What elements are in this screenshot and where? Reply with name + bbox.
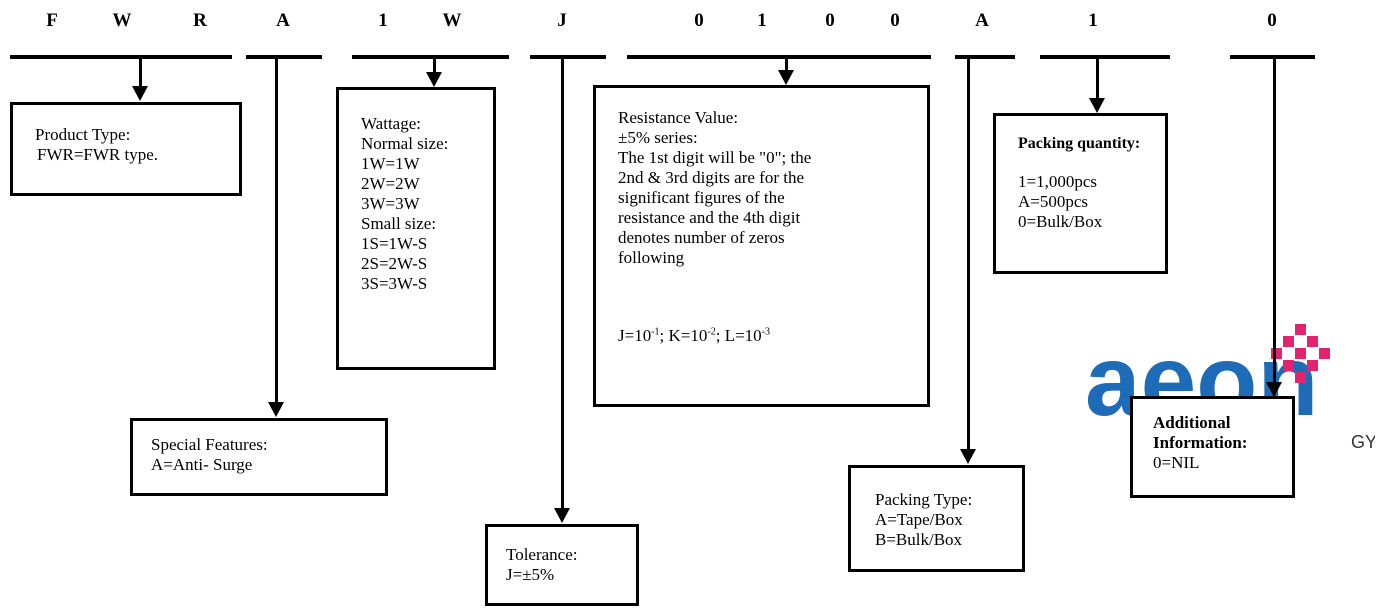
arrow-down-icon — [1266, 382, 1282, 397]
logo-pink-squares-icon — [1271, 324, 1330, 383]
wattage-line: 3W=3W — [361, 194, 420, 213]
code-letter-10: 0 — [825, 10, 835, 31]
packing-type-line: B=Bulk/Box — [875, 530, 963, 549]
wattage-line: Small size: — [361, 214, 437, 233]
connector-resistance — [785, 59, 788, 71]
wattage-line: 1S=1W-S — [361, 234, 428, 253]
code-letter-14: 0 — [1267, 10, 1277, 31]
formula-j-base: J=10 — [618, 326, 652, 345]
connector-packing-type — [967, 59, 970, 451]
tolerance-box: Tolerance: J=±5% — [485, 524, 639, 606]
formula-l-exponent: -3 — [761, 326, 771, 338]
additional-info-line: 0=NIL — [1153, 453, 1200, 472]
resistance-title: Resistance Value: — [618, 108, 739, 127]
packing-quantity-title: Packing quantity: — [1018, 135, 1141, 152]
code-letter-2: W — [112, 10, 132, 31]
underline-packing-type — [955, 55, 1015, 59]
underline-packing-quantity — [1040, 55, 1170, 59]
code-letter-13: 1 — [1088, 10, 1098, 31]
code-letter-5: 1 — [378, 10, 388, 31]
code-letter-4: A — [276, 10, 290, 31]
code-letter-12: A — [975, 10, 989, 31]
additional-information-box: Additional Information: 0=NIL — [1130, 396, 1295, 498]
formula-l-base: ; L=10 — [715, 326, 762, 345]
connector-product-type — [139, 59, 142, 86]
wattage-line: 1W=1W — [361, 154, 420, 173]
resistance-line: resistance and the 4th digit — [618, 208, 801, 227]
connector-additional-info — [1273, 59, 1276, 384]
underline-product-type — [10, 55, 232, 59]
additional-info-title-line2: Information: — [1153, 433, 1248, 452]
additional-info-title-line1: Additional — [1153, 413, 1231, 432]
tolerance-line: J=±5% — [506, 565, 555, 584]
code-letter-1: F — [46, 10, 58, 31]
arrow-down-icon — [1089, 98, 1105, 113]
special-features-title: Special Features: — [151, 435, 268, 454]
resistance-value-box: Resistance Value: ±5% series: The 1st di… — [593, 85, 930, 407]
code-letter-11: 0 — [890, 10, 900, 31]
formula-k-exponent: -2 — [707, 326, 716, 338]
arrow-down-icon — [268, 402, 284, 417]
arrow-down-icon — [426, 72, 442, 87]
wattage-line: 2W=2W — [361, 174, 420, 193]
wattage-line: 3S=3W-S — [361, 274, 428, 293]
special-features-line: A=Anti- Surge — [151, 455, 253, 474]
product-type-box: Product Type: FWR=FWR type. — [10, 102, 242, 196]
underline-special-features — [246, 55, 322, 59]
code-letter-7: J — [557, 10, 567, 31]
arrow-down-icon — [554, 508, 570, 523]
resistance-line: ±5% series: — [618, 128, 698, 147]
connector-special-features — [275, 59, 278, 404]
product-type-title: Product Type: — [35, 125, 131, 144]
resistance-line: The 1st digit will be "0"; the — [618, 148, 812, 167]
underline-wattage — [352, 55, 509, 59]
packing-quantity-line: 1=1,000pcs — [1018, 172, 1097, 191]
packing-quantity-box: Packing quantity: 1=1,000pcs A=500pcs 0=… — [993, 113, 1168, 274]
underline-additional-info — [1230, 55, 1315, 59]
arrow-down-icon — [778, 70, 794, 85]
resistance-line: denotes number of zeros — [618, 228, 785, 247]
connector-packing-quantity — [1096, 59, 1099, 99]
code-letter-6: W — [442, 10, 462, 31]
packing-type-box: Packing Type: A=Tape/Box B=Bulk/Box — [848, 465, 1025, 572]
underline-tolerance — [530, 55, 606, 59]
resistance-line: 2nd & 3rd digits are for the — [618, 168, 805, 187]
resistance-line: significant figures of the — [618, 188, 785, 207]
wattage-title: Wattage: — [361, 114, 421, 133]
tolerance-title: Tolerance: — [506, 545, 578, 564]
wattage-line: Normal size: — [361, 134, 449, 153]
special-features-box: Special Features: A=Anti- Surge — [130, 418, 388, 496]
connector-tolerance — [561, 59, 564, 511]
packing-type-title: Packing Type: — [875, 490, 973, 509]
arrow-down-icon — [960, 449, 976, 464]
code-letter-3: R — [193, 10, 207, 31]
code-letter-8: 0 — [694, 10, 704, 31]
formula-k-base: ; K=10 — [659, 326, 708, 345]
packing-quantity-line: 0=Bulk/Box — [1018, 212, 1103, 231]
connector-wattage — [433, 59, 436, 73]
resistance-formula: J=10-1; K=10-2; L=10-3 — [618, 326, 927, 346]
packing-quantity-line: A=500pcs — [1018, 192, 1089, 211]
arrow-down-icon — [132, 86, 148, 101]
product-type-line: FWR=FWR type. — [37, 145, 159, 164]
wattage-line: 2S=2W-S — [361, 254, 428, 273]
wattage-box: Wattage: Normal size: 1W=1W 2W=2W 3W=3W … — [336, 87, 496, 370]
underline-resistance — [627, 55, 931, 59]
formula-j-exponent: -1 — [651, 326, 660, 338]
code-letter-9: 1 — [757, 10, 767, 31]
packing-type-line: A=Tape/Box — [875, 510, 963, 529]
resistance-line: following — [618, 248, 685, 267]
logo-partial-text: GY — [1351, 432, 1375, 452]
